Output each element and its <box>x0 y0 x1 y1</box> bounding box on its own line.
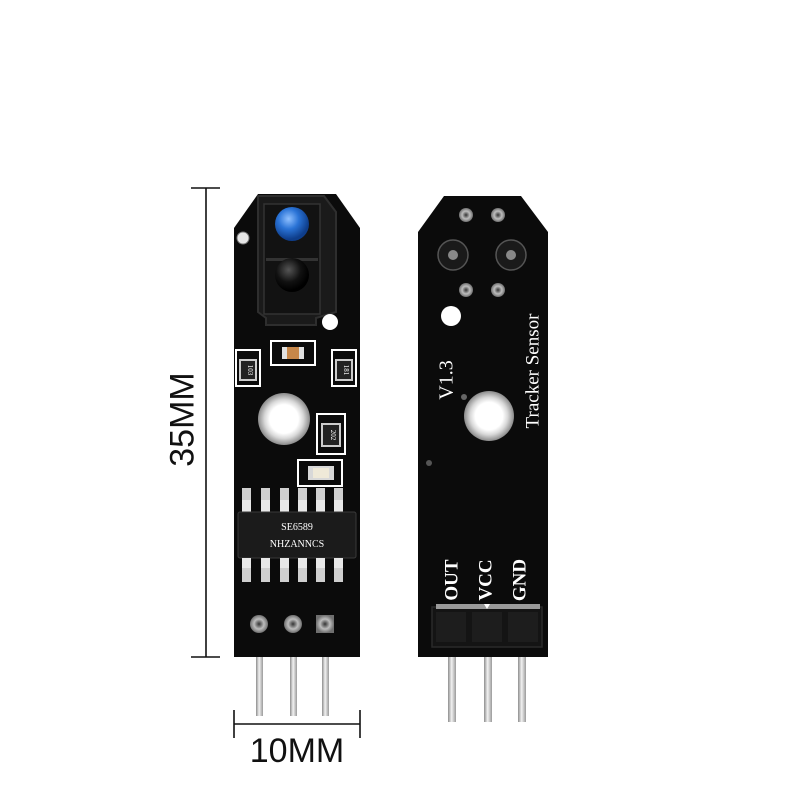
smd-led-power <box>270 340 316 366</box>
pin-label-out: OUT <box>441 559 462 601</box>
chip-marking-line2: NHZANNCS <box>270 539 324 550</box>
smd-led-signal <box>297 459 343 487</box>
front-header-pins <box>256 655 329 716</box>
dimension-lines <box>191 187 361 738</box>
back-sensor-pads <box>437 208 527 297</box>
smd-resistor-202: 202 <box>316 413 346 455</box>
chip-marking-line1: SE6589 <box>281 522 313 533</box>
resistor-code: 103 <box>246 365 254 376</box>
width-dimension-label: 10MM <box>249 732 345 770</box>
ir-emitter-led <box>275 207 309 241</box>
product-name-label: Tracker Sensor <box>522 313 543 429</box>
back-board: V1.3 Tracker Sensor OUT VCC GND <box>418 196 548 722</box>
front-solder-pads <box>250 615 334 633</box>
ir-sensor-module <box>257 195 337 326</box>
pin-label-vcc: VCC <box>475 559 496 600</box>
comparator-chip: SE6589 NHZANNCS <box>237 488 357 582</box>
chip-top-legs <box>242 488 343 502</box>
version-label: V1.3 <box>436 360 458 399</box>
resistor-code: 202 <box>329 430 337 441</box>
pin-label-gnd: GND <box>509 559 530 601</box>
back-header-pins <box>448 640 526 722</box>
back-mounting-hole <box>464 391 514 441</box>
resistor-code: 181 <box>342 365 350 376</box>
chip-bottom-legs <box>242 558 343 582</box>
front-board: 103 181 202 <box>234 194 360 716</box>
smd-resistor-103: 103 <box>235 349 261 387</box>
height-dimension-label: 35MM <box>163 372 202 467</box>
ir-receiver <box>275 258 309 292</box>
smd-resistor-181: 181 <box>331 349 357 387</box>
front-mounting-hole <box>258 393 310 445</box>
